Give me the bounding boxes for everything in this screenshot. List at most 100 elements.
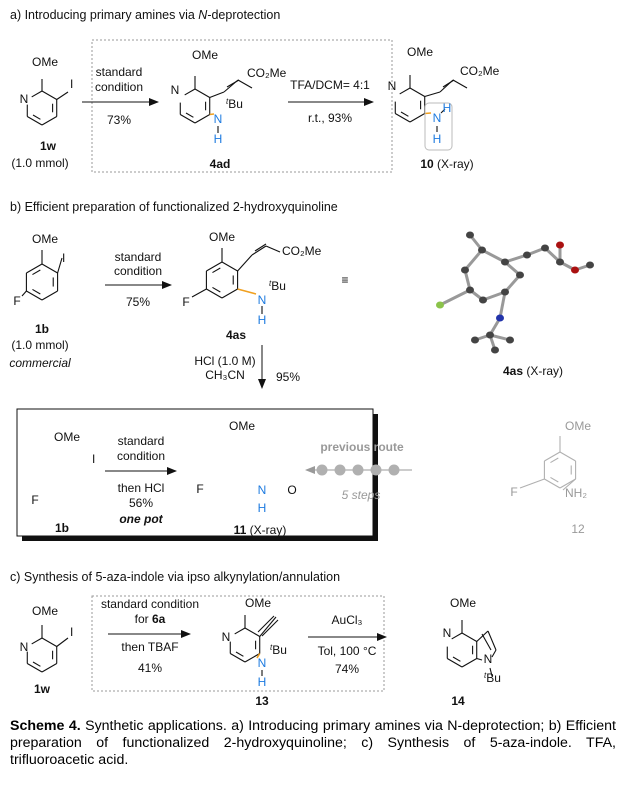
step-dots — [316, 464, 400, 476]
bond — [409, 113, 425, 123]
atom-ellipsoid — [556, 258, 564, 266]
bond — [31, 637, 43, 645]
atom-i: I — [92, 452, 95, 466]
bond — [487, 630, 497, 651]
bond — [191, 288, 207, 298]
atom-ellipsoid — [461, 266, 469, 274]
steps-label: 5 steps — [342, 488, 381, 502]
atom-n-amine: N — [258, 293, 267, 307]
bond — [409, 87, 425, 97]
bond — [261, 619, 279, 637]
bond — [489, 667, 493, 677]
bond — [41, 116, 57, 126]
bond — [194, 88, 210, 98]
atom-n: N — [20, 92, 29, 106]
yield-text: 73% — [107, 113, 131, 127]
bond — [57, 257, 63, 274]
atom-ellipsoid — [466, 286, 474, 294]
bond — [237, 79, 253, 89]
bond — [184, 88, 196, 96]
step-dot — [334, 464, 346, 476]
condition-text: standard condition — [101, 597, 199, 611]
bond — [452, 79, 468, 89]
dashed-box-c — [91, 595, 385, 692]
section-b-title: b) Efficient preparation of functionaliz… — [10, 200, 338, 214]
compound-label-14: 14 — [451, 694, 465, 708]
compound-label-4ad: 4ad — [210, 157, 231, 171]
bond — [235, 651, 244, 657]
atom-tbu: tBu — [270, 643, 287, 657]
equivalence-sign: ≡ — [341, 273, 348, 287]
atom-h: H — [258, 675, 267, 689]
bond — [221, 261, 238, 272]
bond — [257, 615, 275, 633]
one-pot-note: one pot — [119, 512, 163, 526]
caption-label: Scheme 4. — [10, 718, 81, 734]
scheme-caption: Scheme 4. Synthetic applications. a) Int… — [10, 718, 616, 769]
bond — [254, 243, 267, 252]
condition-text: AuCl₃ — [332, 613, 363, 627]
bond — [400, 111, 409, 117]
bond — [180, 114, 196, 124]
atom-n-amide: N — [258, 483, 267, 497]
atom-h: H — [443, 101, 452, 115]
bond — [194, 114, 210, 124]
atom-ellipsoid — [466, 231, 474, 239]
condition-text: condition — [95, 80, 143, 94]
atom-f: F — [182, 295, 189, 309]
atom-n: N — [443, 626, 452, 640]
bond — [212, 267, 221, 274]
bond — [259, 616, 277, 637]
atom-ellipsoid — [571, 266, 579, 274]
atom-ome: OMe — [229, 419, 255, 433]
bond — [27, 116, 43, 126]
bond — [251, 245, 267, 256]
bond — [221, 288, 238, 299]
atom-i: I — [70, 625, 73, 639]
atom-ellipsoid — [501, 288, 509, 296]
condition-text: condition — [117, 449, 165, 463]
atom-ellipsoid — [478, 246, 486, 254]
bond — [31, 90, 43, 98]
bond — [244, 627, 260, 637]
atom-o: O — [287, 483, 296, 497]
bond — [476, 630, 489, 642]
atom-h: H — [258, 501, 267, 515]
bond — [32, 288, 41, 295]
yield-text: 56% — [129, 496, 153, 510]
section-c-title: c) Synthesis of 5-aza-indole via ipso al… — [10, 570, 340, 584]
nh2-highlight-box — [424, 102, 453, 151]
atom-ome: OMe — [32, 232, 58, 246]
bond — [461, 632, 477, 642]
atom-ome: OMe — [209, 230, 235, 244]
bond — [447, 658, 463, 668]
atom-n: N — [20, 640, 29, 654]
atom-ellipsoid — [471, 336, 479, 344]
bond — [32, 269, 41, 276]
atom-tbu: tBu — [226, 97, 243, 111]
compound-label-4as: 4as — [226, 328, 246, 342]
atom-nh2: NH₂ — [565, 486, 587, 500]
atom-f: F — [510, 485, 517, 499]
compound-label-1w: 1w — [34, 682, 51, 696]
atom-ellipsoid — [541, 244, 549, 252]
atom-i: I — [70, 77, 73, 91]
bond — [395, 113, 411, 123]
xray-structure-4as — [436, 231, 594, 354]
atom-ellipsoid — [501, 258, 509, 266]
step-dot — [316, 464, 328, 476]
compound-label-12: 12 — [571, 522, 585, 536]
atom-ellipsoid — [436, 301, 444, 309]
bond — [226, 79, 240, 88]
atom-n-amine: N — [214, 112, 223, 126]
bond — [32, 114, 41, 120]
atom-ellipsoid — [523, 251, 531, 259]
atom-h: H — [214, 132, 223, 146]
condition-text: standard — [118, 434, 165, 448]
condition-text: CH₃CN — [205, 368, 245, 382]
condition-text: standard — [96, 65, 143, 79]
condition-text: TFA/DCM= 4:1 — [290, 78, 370, 92]
commercial-note: commercial — [9, 356, 71, 370]
atom-ome: OMe — [245, 596, 271, 610]
previous-route-label: previous route — [320, 440, 404, 454]
